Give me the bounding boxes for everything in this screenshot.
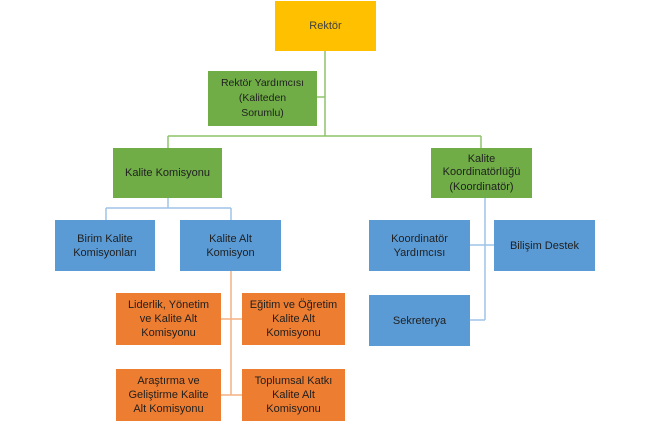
node-kalite-komisyonu: Kalite Komisyonu	[113, 148, 222, 198]
node-egitim-ogretim: Eğitim ve Öğretim Kalite Alt Komisyonu	[242, 293, 345, 345]
node-rektor: Rektör	[275, 1, 376, 51]
node-liderlik-yonetim: Liderlik, Yönetim ve Kalite Alt Komisyon…	[116, 293, 221, 345]
node-birim-kalite-komisyonlari: Birim Kalite Komisyonları	[55, 220, 155, 271]
node-sekreterya: Sekreterya	[369, 295, 470, 346]
node-toplumsal-katki: Toplumsal Katkı Kalite Alt Komisyonu	[242, 369, 345, 421]
node-rektor-yardimcisi: Rektör Yardımcısı (Kaliteden Sorumlu)	[208, 71, 317, 126]
node-kalite-koordinatorlugu: Kalite Koordinatörlüğü (Koordinatör)	[431, 148, 532, 198]
node-arastirma-gelistirme: Araştırma ve Geliştirme Kalite Alt Komis…	[116, 369, 221, 421]
node-bilisim-destek: Bilişim Destek	[494, 220, 595, 271]
node-kalite-alt-komisyon: Kalite Alt Komisyon	[180, 220, 281, 271]
node-koordinator-yardimcisi: Koordinatör Yardımcısı	[369, 220, 470, 271]
